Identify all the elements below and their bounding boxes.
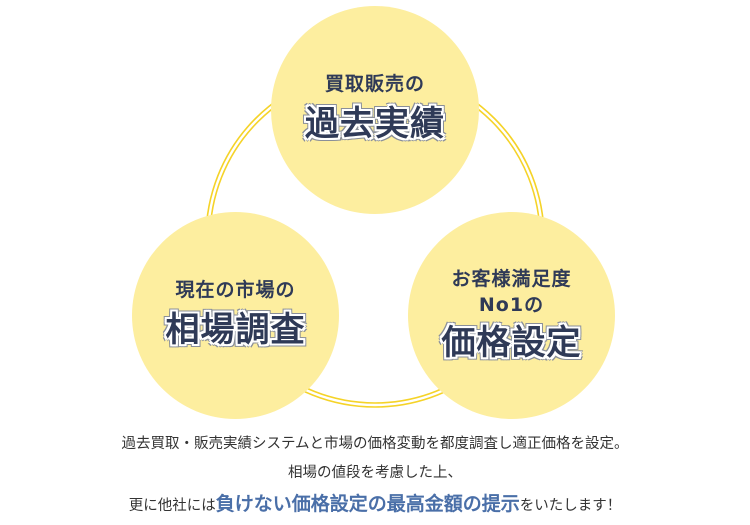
circle-market-research: 現在の市場の 相場調査 xyxy=(132,212,339,419)
circle-subtitle: 買取販売の xyxy=(324,73,425,95)
description-line-3-prefix: 更に他社には xyxy=(128,498,216,514)
circle-subtitle: 現在の市場の xyxy=(175,278,296,301)
circle-past-results: 買取販売の 過去実績 xyxy=(271,6,479,214)
description-line-2: 相場の値段を考慮した上、 xyxy=(288,465,462,481)
circle-title: 価格設定 xyxy=(441,322,582,363)
circle-price-setting: お客様満足度 No1の 価格設定 xyxy=(408,212,615,419)
description-highlight: 負けない価格設定の最高金額の提示 xyxy=(215,493,520,515)
circle-title: 過去実績 xyxy=(305,104,445,144)
circle-subtitle: お客様満足度 xyxy=(451,267,572,290)
circle-title: 相場調査 xyxy=(165,309,306,350)
description-line-3: 更に他社には負けない価格設定の最高金額の提示をいたします！ xyxy=(0,489,750,516)
circle-subtitle-2: No1の xyxy=(478,293,545,316)
description-line-1: 過去買取・販売実績システムと市場の価格変動を都度調査し適正価格を設定。 xyxy=(121,436,629,452)
description-line-3-suffix: をいたします！ xyxy=(519,498,622,514)
